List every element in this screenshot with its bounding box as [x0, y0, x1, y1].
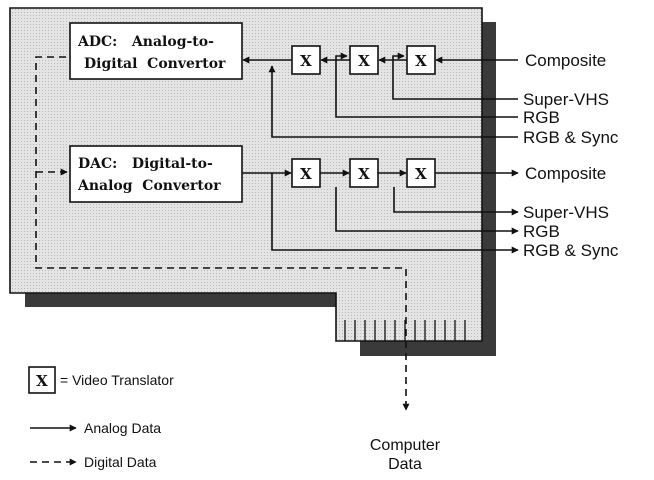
dac-label-line2: Analog Convertor	[77, 178, 221, 194]
input-rgb-sync-label: RGB & Sync	[523, 128, 619, 147]
video-translator-dac-3: X	[406, 158, 436, 188]
svg-text:X: X	[300, 52, 312, 70]
video-translator-adc-3: X	[406, 45, 436, 75]
computer-data-label-line2: Data	[388, 456, 422, 473]
output-super-vhs-label: Super-VHS	[523, 203, 609, 222]
adc-analog-paths	[242, 52, 518, 138]
video-translator-adc-2: X	[349, 45, 379, 75]
adc-label-line1: ADC: Analog-to-	[77, 34, 214, 50]
dac-analog-paths	[242, 169, 519, 254]
input-super-vhs-label: Super-VHS	[523, 90, 609, 109]
video-translator-adc-1: X	[291, 45, 321, 75]
video-translator-dac-2: X	[349, 158, 379, 188]
digital-data-paths	[35, 56, 410, 411]
svg-text:X: X	[415, 52, 427, 70]
adc-label-line2: Digital Convertor	[84, 56, 226, 72]
legend: X = Video Translator Analog Data Digital…	[28, 366, 174, 470]
dac-label-line1: DAC: Digital-to-	[78, 156, 213, 172]
dac-box	[69, 145, 243, 203]
legend-digital-text: Digital Data	[84, 454, 157, 470]
expansion-card	[9, 7, 483, 342]
output-rgb-sync-label: RGB & Sync	[523, 241, 619, 260]
adc-box	[69, 22, 243, 80]
svg-text:X: X	[300, 165, 312, 183]
input-rgb-label: RGB	[523, 108, 560, 127]
legend-translator-text: = Video Translator	[60, 372, 174, 388]
legend-translator-icon	[28, 366, 56, 394]
legend-analog-text: Analog Data	[84, 420, 161, 436]
computer-data-label-line1: Computer	[370, 437, 441, 454]
svg-text:X: X	[358, 52, 370, 70]
svg-text:X: X	[358, 165, 370, 183]
edge-connector-pins	[344, 320, 466, 341]
video-translator-dac-1: X	[291, 158, 321, 188]
output-rgb-label: RGB	[523, 222, 560, 241]
svg-text:X: X	[415, 165, 427, 183]
input-composite-label: Composite	[525, 51, 606, 70]
svg-text:X: X	[36, 372, 48, 390]
output-composite-label: Composite	[525, 164, 606, 183]
